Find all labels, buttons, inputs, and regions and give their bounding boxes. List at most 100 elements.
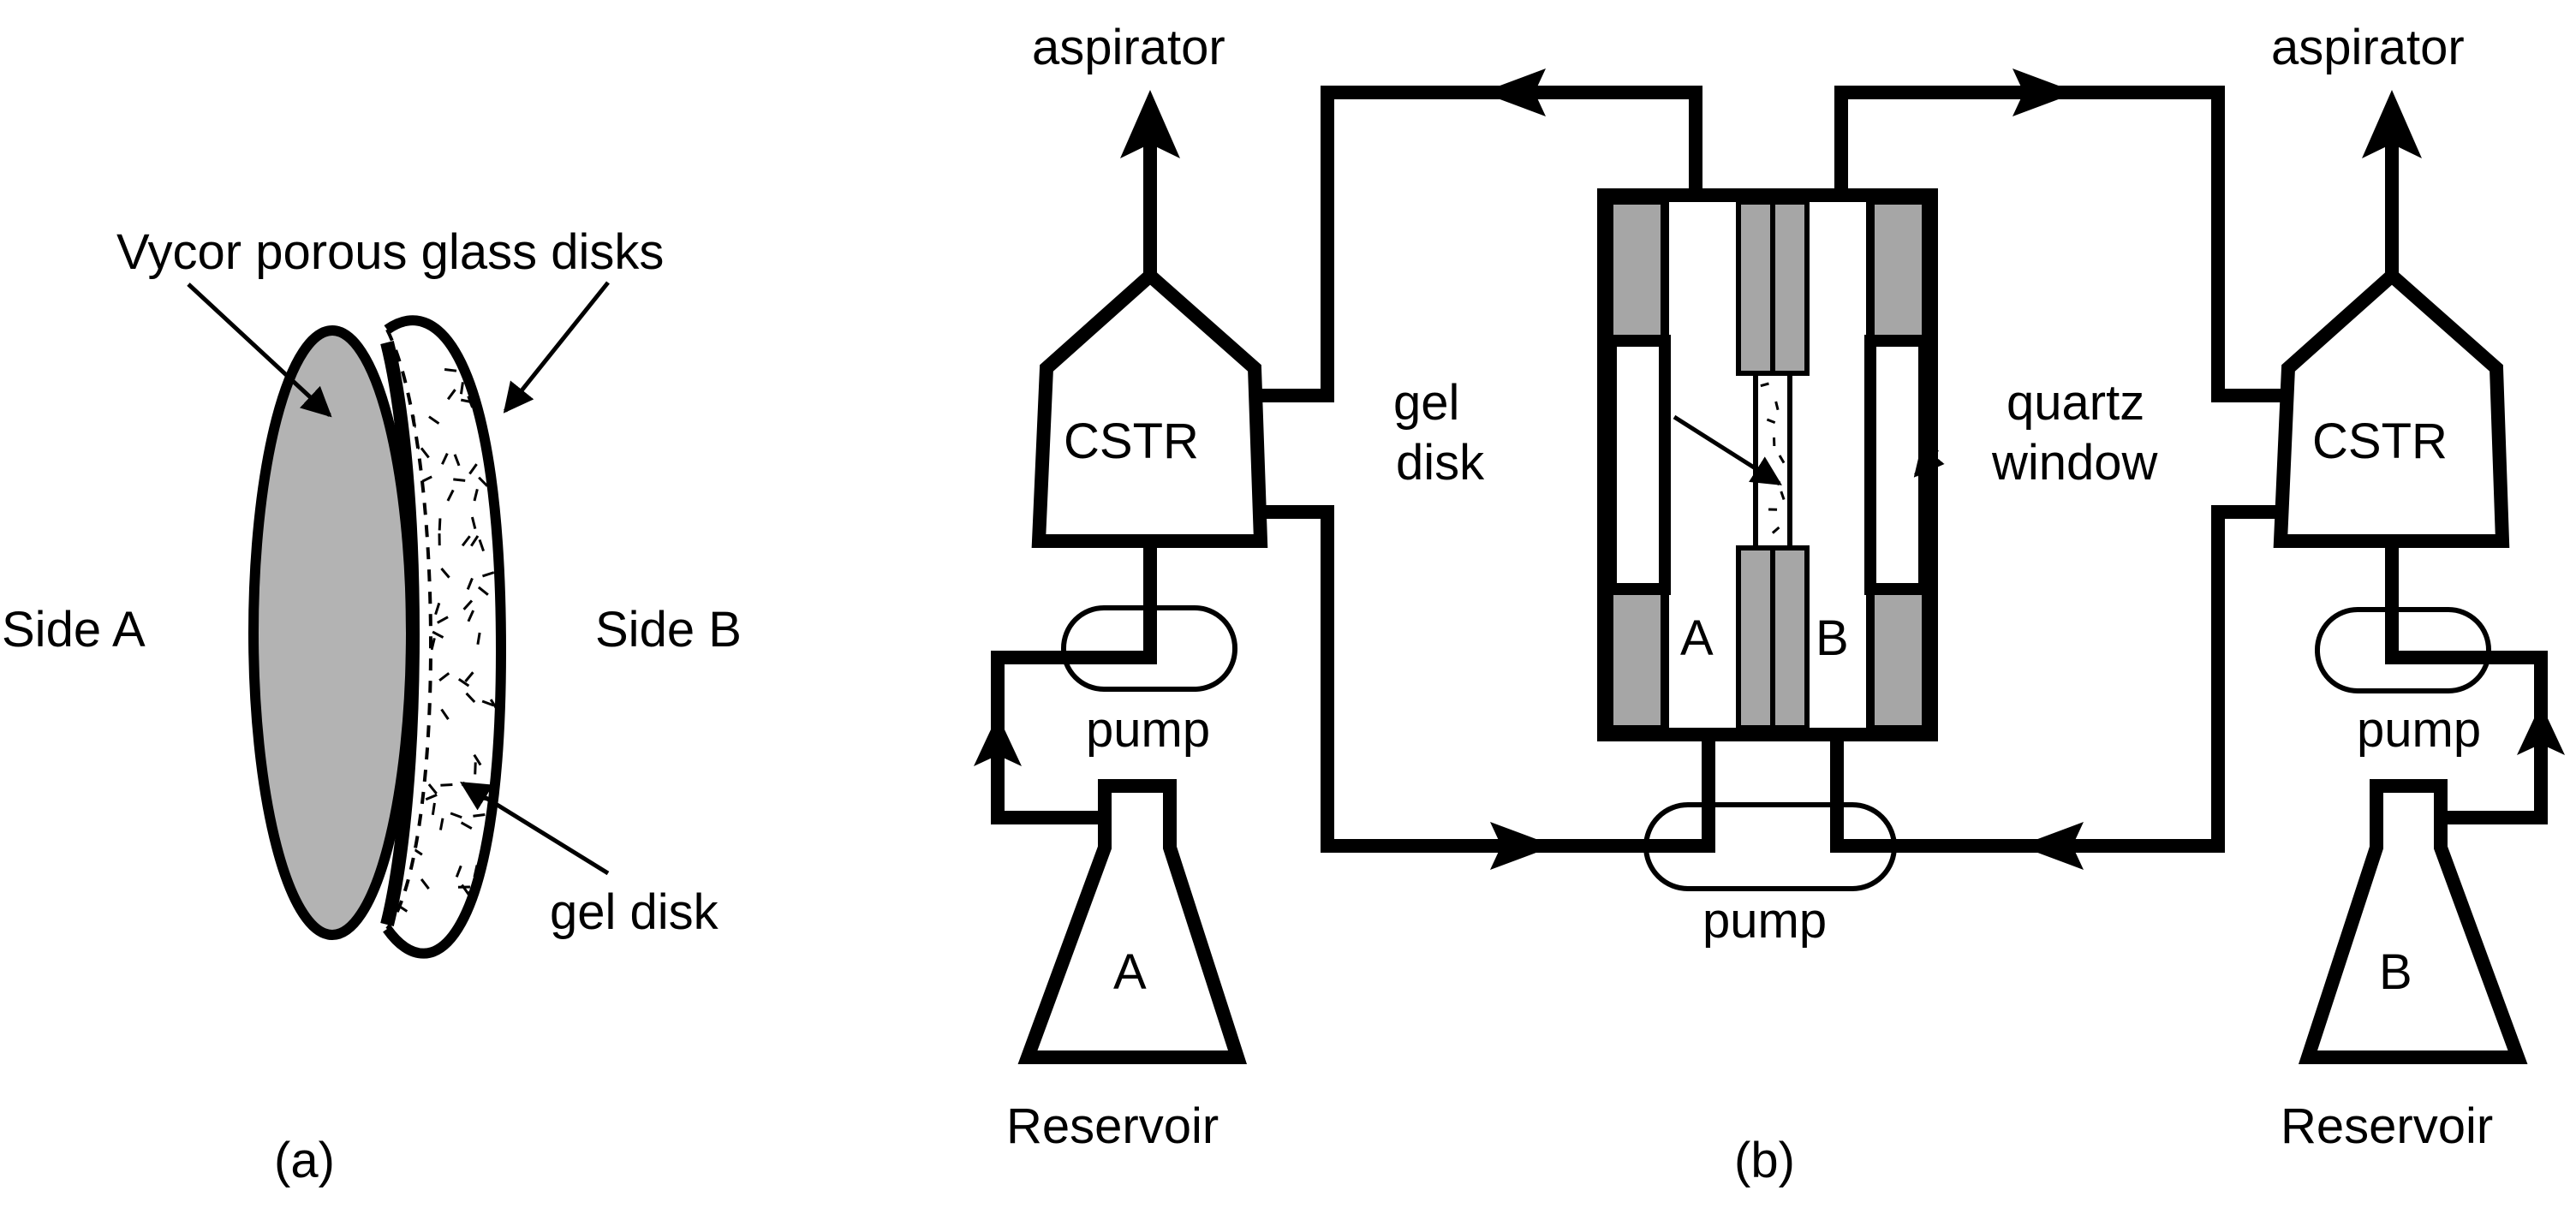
gel-speckle: [438, 518, 442, 531]
gel-speckle: [476, 632, 481, 646]
cell-gel-speckle: [1771, 526, 1780, 534]
tubing: [1261, 68, 2288, 870]
gel-speckle: [441, 452, 449, 465]
cell-gel-speckle: [1760, 382, 1769, 388]
gel-speckle: [464, 671, 474, 682]
gel-speckle: [478, 539, 485, 552]
left-flask: [1017, 779, 1247, 1064]
gel-speckle: [446, 389, 456, 401]
right-quartz-window: [1864, 335, 1930, 595]
side-b-label: Side B: [595, 602, 742, 658]
gel-speckle: [434, 602, 441, 616]
gel-speckle: [478, 476, 489, 487]
left-pump: [1061, 605, 1237, 692]
right-pump-label: pump: [2357, 702, 2481, 758]
chamber-a-label: A: [1680, 610, 1714, 666]
gel-speckle: [466, 885, 478, 896]
gel-speckle: [455, 865, 462, 878]
panel-a: Vycor porous glass disks gel disk Side A…: [2, 224, 742, 1188]
gel-speckle: [470, 516, 477, 529]
gel-speckle: [438, 672, 450, 682]
gel-speckle: [462, 599, 474, 610]
gel-speckle: [460, 821, 473, 830]
cell-gel-label-1: gel: [1393, 375, 1459, 431]
gel-speckle: [428, 415, 440, 425]
cell-gel-speckle: [1774, 401, 1780, 411]
gel-speckle: [473, 812, 486, 818]
right-cstr: [2273, 266, 2510, 548]
gel-speckle: [446, 489, 455, 502]
gel-speckle: [427, 783, 438, 794]
gel-disk-leader: [1673, 414, 1782, 486]
left-cstr-label: CSTR: [1064, 414, 1199, 469]
left-reservoir-label: Reservoir: [1006, 1098, 1219, 1154]
gel-speckle: [467, 610, 475, 622]
right-reservoir-label: Reservoir: [2281, 1098, 2493, 1154]
caption-b: (b): [1734, 1133, 1795, 1188]
gel-speckle: [461, 535, 471, 547]
gel-speckle: [490, 402, 501, 413]
gel-speckle: [486, 390, 498, 398]
reaction-cell: gel disk quartz window A B: [1393, 188, 2159, 741]
gel-speckle: [431, 802, 436, 816]
gel-speckle: [430, 637, 436, 651]
caption-a: (a): [274, 1133, 335, 1188]
right-flask-label: B: [2379, 944, 2412, 1000]
gel-speckle: [440, 568, 450, 579]
right-cstr-label: CSTR: [2312, 414, 2448, 469]
left-cstr: [1031, 266, 1268, 548]
gel-speckle: [473, 865, 479, 878]
left-aspirator-label: aspirator: [1032, 20, 1225, 75]
gel-speckle: [465, 692, 476, 704]
left-station: aspirator CSTR pump A Reservoir: [974, 20, 1268, 1154]
gel-speckle: [491, 394, 500, 407]
left-flask-label: A: [1113, 944, 1147, 1000]
gel-speckle: [457, 678, 470, 687]
chamber-b-label: B: [1816, 610, 1849, 666]
gel-speckle: [453, 478, 466, 482]
gel-speckle: [477, 586, 489, 596]
gel-speckle: [473, 753, 482, 766]
vycor-disk-rim: [380, 341, 420, 926]
quartz-label-2: window: [1991, 435, 2159, 491]
gel-speckle: [474, 762, 477, 775]
gel-speckle: [482, 370, 486, 383]
gel-speckle: [420, 447, 430, 459]
gel-leader: [460, 781, 610, 876]
gel-speckle: [482, 571, 495, 578]
gel-speckle: [437, 616, 449, 624]
vycor-leader-right: [503, 281, 610, 414]
right-pump: [2315, 607, 2491, 693]
quartz-leader: [1913, 444, 1945, 478]
gel-speckle: [489, 699, 498, 711]
right-flask: [2298, 779, 2528, 1064]
gel-speckle: [453, 454, 461, 467]
vycor-disk-front: [248, 325, 416, 940]
left-aspirator-arrow: [1120, 90, 1180, 158]
gel-speckle: [444, 367, 457, 372]
gel-speckle: [440, 783, 453, 787]
gel-speckle: [420, 475, 432, 484]
gel-speckle: [425, 793, 438, 801]
left-quartz-window: [1605, 335, 1671, 595]
vycor-leader-left: [187, 283, 332, 418]
gel-speckle: [432, 630, 444, 639]
side-a-label: Side A: [2, 602, 146, 658]
right-station: aspirator CSTR pump B Reservoir: [2271, 20, 2565, 1154]
gel-speckle: [438, 818, 444, 830]
gel-disk-dashed-edge: [385, 329, 432, 931]
gel-speckle: [470, 535, 480, 547]
cell-gel-label-2: disk: [1396, 435, 1485, 491]
gel-speckle: [481, 699, 494, 707]
left-pump-label: pump: [1086, 702, 1210, 758]
gel-speckle: [420, 878, 430, 890]
right-aspirator-label: aspirator: [2271, 20, 2465, 75]
gel-disk-label: gel disk: [550, 884, 719, 940]
gel-speckle: [466, 577, 474, 590]
quartz-label-1: quartz: [2007, 375, 2144, 431]
vycor-label: Vycor porous glass disks: [116, 224, 664, 280]
right-aspirator-arrow: [2362, 90, 2422, 158]
bottom-pump-label: pump: [1702, 893, 1827, 949]
panel-b: aspirator CSTR pump A Reservoir aspirato…: [974, 20, 2565, 1188]
